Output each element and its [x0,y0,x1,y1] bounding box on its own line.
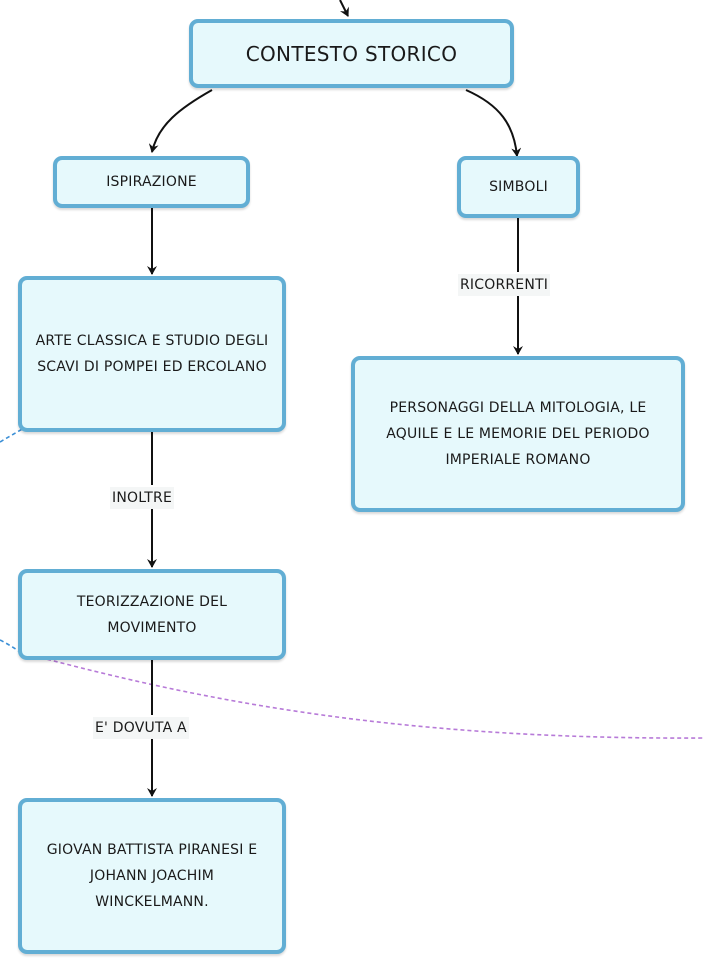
link-label-dovuta: E' DOVUTA A [93,717,189,739]
link-label-inoltre: INOLTRE [110,487,175,509]
node-simboli-label: SIMBOLI [489,179,548,195]
node-contesto-storico[interactable]: CONTESTO STORICO [189,19,514,88]
node-ispirazione[interactable]: ISPIRAZIONE [53,156,250,208]
node-personaggi[interactable]: PERSONAGGI DELLA MITOLOGIA, LE AQUILE E … [351,356,685,512]
node-giovan-battista-label: GIOVAN BATTISTA PIRANESI E JOHANN JOACHI… [46,842,258,910]
arrow-contesto-simboli [465,89,522,157]
node-ispirazione-label: ISPIRAZIONE [106,174,197,190]
dashed-link-blue-top [0,427,25,443]
node-simboli[interactable]: SIMBOLI [457,156,580,218]
node-arte-classica-label: ARTE CLASSICA E STUDIO DEGLI SCAVI DI PO… [35,333,269,375]
node-personaggi-label: PERSONAGGI DELLA MITOLOGIA, LE AQUILE E … [386,400,650,468]
arrow-incoming-top [339,0,349,17]
node-teorizzazione-label: TEORIZZAZIONE DEL MOVIMENTO [76,593,228,636]
node-contesto-storico-label: CONTESTO STORICO [245,41,458,66]
dashed-link-purple [19,651,703,739]
node-giovan-battista[interactable]: GIOVAN BATTISTA PIRANESI E JOHANN JOACHI… [18,798,286,954]
dashed-link-blue-middle [0,639,21,653]
arrow-contesto-ispirazione [148,89,213,153]
link-label-ricorrenti: RICORRENTI [458,274,551,296]
node-arte-classica[interactable]: ARTE CLASSICA E STUDIO DEGLI SCAVI DI PO… [18,276,286,432]
node-teorizzazione[interactable]: TEORIZZAZIONE DEL MOVIMENTO [18,569,286,660]
